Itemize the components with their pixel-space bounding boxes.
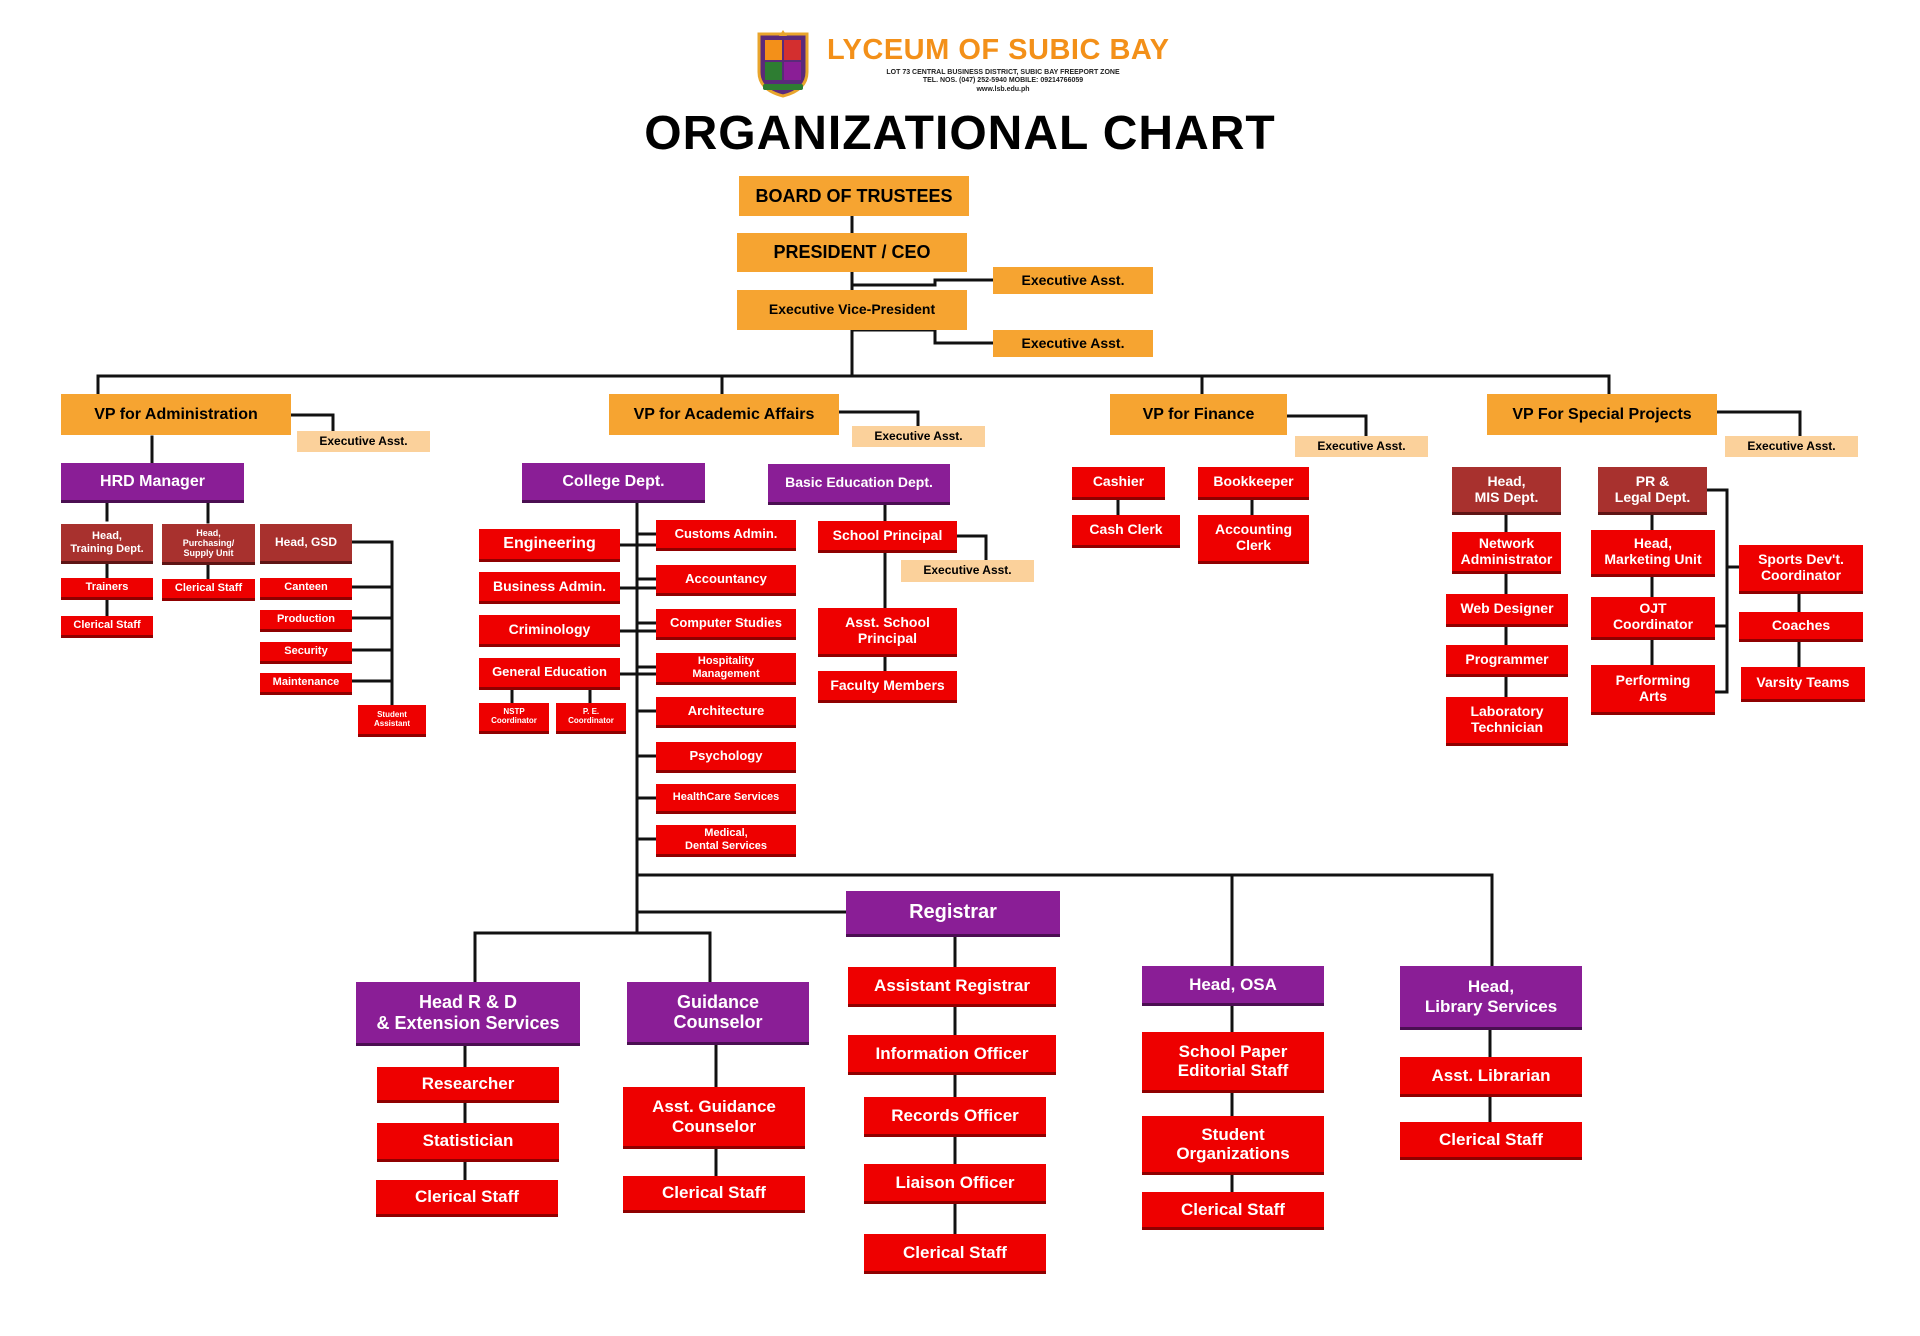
faculty-members: Faculty Members bbox=[818, 671, 957, 703]
bookkeeper: Bookkeeper bbox=[1198, 467, 1309, 500]
cashier: Cashier bbox=[1072, 467, 1165, 500]
pr-legal-dept: PR & Legal Dept. bbox=[1598, 467, 1707, 515]
clerical-staff-library: Clerical Staff bbox=[1400, 1122, 1582, 1160]
canteen: Canteen bbox=[260, 578, 352, 600]
school-principal: School Principal bbox=[818, 521, 957, 553]
web-designer: Web Designer bbox=[1446, 594, 1568, 627]
head-mis-dept: Head, MIS Dept. bbox=[1452, 467, 1561, 515]
school-paper-editorial-staff: School Paper Editorial Staff bbox=[1142, 1032, 1324, 1093]
college-dept: College Dept. bbox=[522, 463, 705, 503]
business-admin: Business Admin. bbox=[479, 572, 620, 604]
president-ceo: PRESIDENT / CEO bbox=[737, 233, 967, 272]
laboratory-technician: Laboratory Technician bbox=[1446, 697, 1568, 746]
school-name: LYCEUM OF SUBIC BAY bbox=[827, 34, 1170, 66]
accountancy: Accountancy bbox=[656, 565, 796, 596]
executive-asst-president: Executive Asst. bbox=[993, 267, 1153, 294]
head-osa: Head, OSA bbox=[1142, 966, 1324, 1006]
psychology: Psychology bbox=[656, 742, 796, 773]
pe-coordinator: P. E. Coordinator bbox=[556, 703, 626, 734]
varsity-teams: Varsity Teams bbox=[1741, 667, 1865, 702]
sports-dev-coordinator: Sports Dev't. Coordinator bbox=[1739, 545, 1863, 594]
asst-guidance-counselor: Asst. Guidance Counselor bbox=[623, 1087, 805, 1149]
head-purchasing-supply: Head, Purchasing/ Supply Unit bbox=[162, 524, 255, 565]
coaches: Coaches bbox=[1739, 612, 1863, 642]
registrar: Registrar bbox=[846, 891, 1060, 937]
head-library-services: Head, Library Services bbox=[1400, 966, 1582, 1030]
executive-asst-special-projects: Executive Asst. bbox=[1725, 436, 1858, 457]
customs-admin: Customs Admin. bbox=[656, 520, 796, 551]
maintenance: Maintenance bbox=[260, 673, 352, 695]
security: Security bbox=[260, 642, 352, 664]
asst-librarian: Asst. Librarian bbox=[1400, 1057, 1582, 1097]
researcher: Researcher bbox=[377, 1067, 559, 1103]
cash-clerk: Cash Clerk bbox=[1072, 515, 1180, 548]
page-title: ORGANIZATIONAL CHART bbox=[644, 107, 1276, 160]
hrd-manager: HRD Manager bbox=[61, 463, 244, 503]
accounting-clerk: Accounting Clerk bbox=[1198, 515, 1309, 564]
executive-vice-president: Executive Vice-President bbox=[737, 290, 967, 330]
executive-asst-administration: Executive Asst. bbox=[297, 431, 430, 452]
vp-finance: VP for Finance bbox=[1110, 394, 1287, 435]
statistician: Statistician bbox=[377, 1123, 559, 1162]
head-gsd: Head, GSD bbox=[260, 524, 352, 564]
clerical-staff-osa: Clerical Staff bbox=[1142, 1192, 1324, 1230]
student-organizations: Student Organizations bbox=[1142, 1116, 1324, 1175]
clerical-staff-registrar: Clerical Staff bbox=[864, 1234, 1046, 1274]
board-of-trustees: BOARD OF TRUSTEES bbox=[739, 176, 969, 216]
vp-administration: VP for Administration bbox=[61, 394, 291, 435]
clerical-staff-guidance: Clerical Staff bbox=[623, 1176, 805, 1213]
liaison-officer: Liaison Officer bbox=[864, 1164, 1046, 1204]
school-header: LYCEUM OF SUBIC BAY LOT 73 CENTRAL BUSIN… bbox=[755, 28, 1195, 100]
medical-dental-services: Medical, Dental Services bbox=[656, 825, 796, 857]
healthcare-services: HealthCare Services bbox=[656, 784, 796, 814]
basic-education-dept: Basic Education Dept. bbox=[768, 464, 950, 505]
head-research-extension: Head R & D & Extension Services bbox=[356, 982, 580, 1046]
executive-asst-finance: Executive Asst. bbox=[1295, 436, 1428, 457]
computer-studies: Computer Studies bbox=[656, 609, 796, 640]
executive-asst-principal: Executive Asst. bbox=[901, 560, 1034, 582]
network-administrator: Network Administrator bbox=[1452, 532, 1561, 574]
hospitality-management: Hospitality Management bbox=[656, 653, 796, 685]
criminology: Criminology bbox=[479, 615, 620, 647]
vp-academic-affairs: VP for Academic Affairs bbox=[609, 394, 839, 435]
assistant-registrar: Assistant Registrar bbox=[848, 967, 1056, 1007]
asst-school-principal: Asst. School Principal bbox=[818, 608, 957, 657]
trainers: Trainers bbox=[61, 578, 153, 600]
school-shield-logo-icon bbox=[757, 30, 809, 98]
executive-asst-evp: Executive Asst. bbox=[993, 330, 1153, 357]
records-officer: Records Officer bbox=[864, 1097, 1046, 1137]
clerical-staff-purchasing: Clerical Staff bbox=[162, 579, 255, 601]
executive-asst-academic: Executive Asst. bbox=[852, 426, 985, 447]
performing-arts: Performing Arts bbox=[1591, 665, 1715, 715]
architecture: Architecture bbox=[656, 697, 796, 728]
clerical-staff-rd: Clerical Staff bbox=[376, 1180, 558, 1217]
clerical-staff-training: Clerical Staff bbox=[61, 616, 153, 638]
student-assistant: Student Assistant bbox=[358, 705, 426, 737]
engineering: Engineering bbox=[479, 529, 620, 562]
production: Production bbox=[260, 610, 352, 632]
head-training-dept: Head, Training Dept. bbox=[61, 524, 153, 564]
programmer: Programmer bbox=[1446, 645, 1568, 677]
guidance-counselor: Guidance Counselor bbox=[627, 982, 809, 1045]
nstp-coordinator: NSTP Coordinator bbox=[479, 703, 549, 734]
ojt-coordinator: OJT Coordinator bbox=[1591, 597, 1715, 640]
head-marketing-unit: Head, Marketing Unit bbox=[1591, 530, 1715, 577]
vp-special-projects: VP For Special Projects bbox=[1487, 394, 1717, 435]
school-address: LOT 73 CENTRAL BUSINESS DISTRICT, SUBIC … bbox=[886, 69, 1120, 93]
general-education: General Education bbox=[479, 658, 620, 690]
information-officer: Information Officer bbox=[848, 1035, 1056, 1075]
